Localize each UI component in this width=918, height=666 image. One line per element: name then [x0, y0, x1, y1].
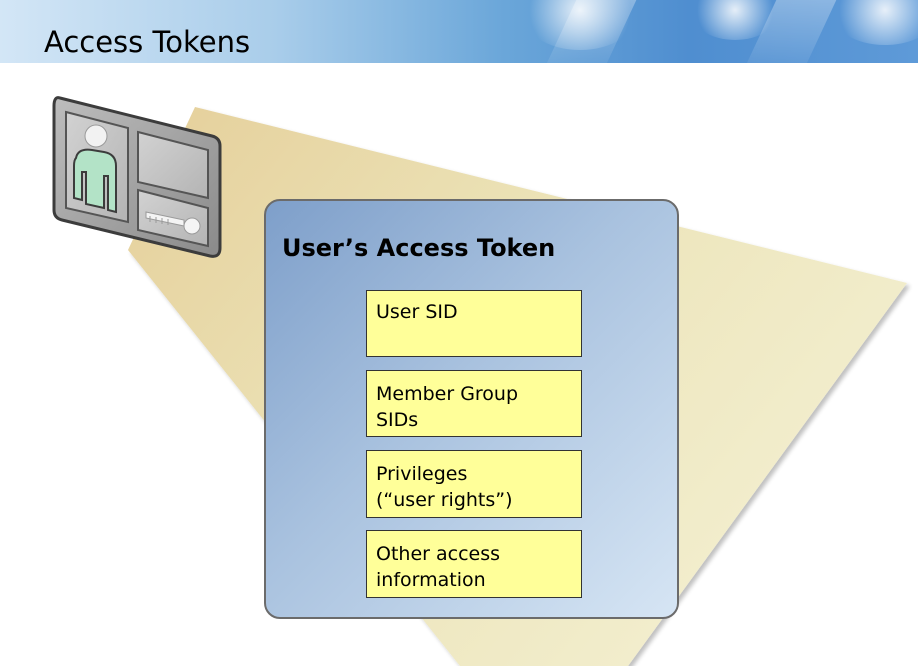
access-token-panel: User’s Access Token User SID Member Grou… [264, 199, 679, 619]
user-icon [73, 124, 117, 214]
field-label-line-1: Member Group [376, 383, 519, 405]
field-label-line-2: information [376, 569, 486, 591]
member-group-sids-field: Member Group SIDs [366, 370, 582, 437]
field-label-line-1: Other access [376, 543, 501, 565]
field-label: User SID [376, 301, 458, 323]
field-label-line-1: Privileges [376, 463, 468, 485]
token-title: User’s Access Token [282, 234, 556, 262]
page-title: Access Tokens [44, 25, 251, 59]
other-access-information-field: Other access information [366, 530, 582, 598]
field-label-line-2: SIDs [376, 409, 419, 431]
privileges-field: Privileges (“user rights”) [366, 450, 582, 518]
user-sid-field: User SID [366, 290, 582, 357]
title-banner: Access Tokens [0, 0, 918, 63]
smart-card-icon [52, 96, 222, 258]
key-icon [145, 211, 201, 235]
field-label-line-2: (“user rights”) [376, 489, 513, 511]
